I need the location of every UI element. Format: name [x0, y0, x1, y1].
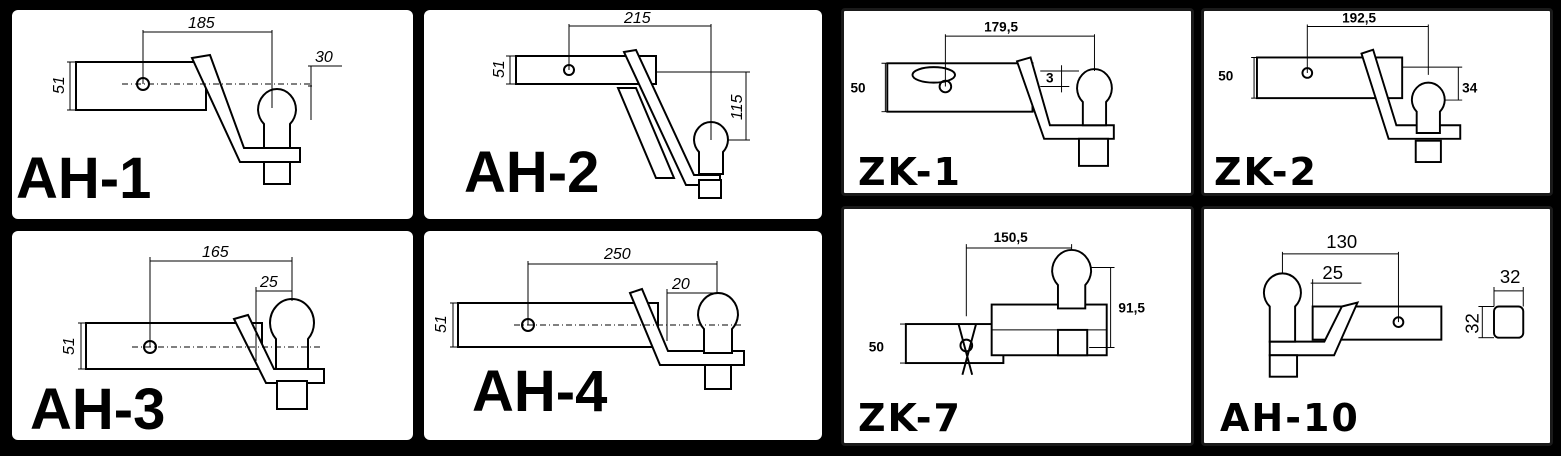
dim-offset: 25	[1322, 262, 1343, 283]
tow-ball	[1076, 68, 1113, 127]
model-code: AH-1	[16, 146, 152, 211]
drawing-zk-2: 192,5 50 34	[1218, 11, 1478, 163]
model-code: AH-4	[472, 359, 608, 424]
dim-offset: 3	[1046, 71, 1054, 86]
dim-length: 150,5	[994, 230, 1029, 245]
dim-length: 250	[603, 246, 631, 263]
dim-height: 51	[433, 315, 450, 333]
nut	[276, 380, 308, 410]
panel-zk-2: 192,5 50 34 ZK-2	[1201, 8, 1553, 196]
tow-ball	[1262, 272, 1302, 343]
panel-zk-1: 179,5 50 3 ZK-1	[841, 8, 1194, 196]
dim-length: 185	[188, 15, 215, 32]
shank	[190, 53, 301, 163]
model-code: AH-10	[1220, 396, 1360, 440]
dim-drop: 115	[729, 94, 746, 120]
model-code: ZK-2	[1214, 150, 1318, 194]
dim-section-height: 32	[1461, 313, 1482, 334]
panel-ah-2: 215 51 115 AH-2	[424, 10, 822, 219]
nut	[1268, 354, 1299, 378]
receiver-bar	[85, 322, 263, 370]
dim-offset: 25	[259, 274, 278, 291]
dim-width: 32	[1500, 266, 1521, 287]
tow-ball	[1051, 248, 1093, 310]
panel-zk-7: 150,5 91,5 50 ZK-7	[841, 206, 1194, 446]
panel-ah-3: 165 25 51 AH-3	[12, 231, 413, 440]
dim-offset: 20	[671, 276, 690, 293]
tow-ball	[696, 292, 740, 354]
dim-drop: 91,5	[1118, 300, 1145, 315]
shank	[628, 287, 745, 366]
panel-ah-10: 130 25 32 32 AH-10	[1201, 206, 1553, 446]
gusset	[616, 87, 676, 179]
model-code: ZK-7	[858, 396, 962, 440]
tow-ball	[268, 298, 316, 370]
drawing-ah-2: 215 51 115	[491, 10, 750, 199]
drawing-ah-3: 165 25 51	[61, 244, 325, 410]
drawing-ah-4: 250 20 51	[433, 246, 745, 390]
dim-height: 51	[51, 76, 68, 94]
model-code: AH-2	[464, 140, 600, 205]
drawing-zk-7: 150,5 91,5 50	[869, 230, 1145, 376]
receiver-bar	[904, 323, 1005, 365]
dim-height: 50	[869, 339, 885, 354]
receiver-bar	[75, 61, 207, 111]
bar-cross-section	[1493, 305, 1525, 339]
nut	[704, 364, 732, 390]
hitch-pin-clip	[911, 66, 957, 84]
hitch-pin-clip	[957, 323, 978, 376]
drawing-ah-10: 130 25 32 32	[1262, 231, 1525, 378]
dim-length: 130	[1326, 231, 1357, 252]
dim-length: 179,5	[984, 19, 1018, 34]
nut	[698, 179, 722, 199]
nut	[1078, 137, 1109, 167]
shank	[1015, 56, 1115, 140]
dim-height: 50	[851, 80, 866, 95]
shank	[1360, 48, 1462, 140]
tow-ball	[256, 88, 298, 149]
nut	[1056, 328, 1089, 357]
panel-ah-4: 250 20 51 AH-4	[424, 231, 822, 440]
panel-ah-1: 185 30 51 AH-1	[12, 10, 413, 219]
dim-drop: 34	[1462, 80, 1478, 95]
dim-offset: 30	[315, 49, 333, 66]
nut	[1414, 139, 1442, 163]
dim-length: 192,5	[1342, 11, 1376, 26]
dim-height: 51	[491, 60, 508, 78]
tow-ball	[1410, 81, 1446, 134]
drawing-ah-1: 185 30 51	[51, 15, 342, 185]
model-code: AH-3	[30, 377, 166, 440]
drawing-zk-1: 179,5 50 3	[851, 19, 1115, 167]
receiver-bar	[886, 62, 1034, 113]
dim-height: 50	[1218, 69, 1233, 84]
dim-length: 165	[202, 244, 229, 261]
nut	[263, 161, 291, 185]
tow-ball	[692, 121, 730, 175]
dim-length: 215	[623, 10, 651, 27]
model-code: ZK-1	[858, 150, 962, 194]
dim-height: 51	[61, 337, 78, 355]
